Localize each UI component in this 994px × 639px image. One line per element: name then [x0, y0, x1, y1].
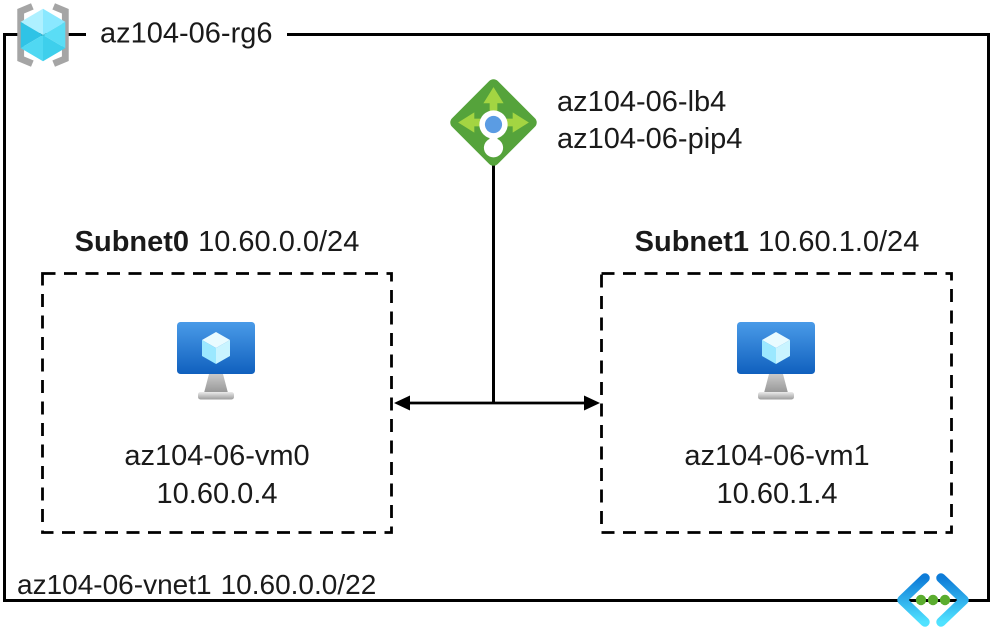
load-balancer-name: az104-06-lb4: [557, 86, 727, 118]
subnet1-label: Subnet1 10.60.1.0/24: [601, 226, 953, 259]
subnet0-label: Subnet0 10.60.0.0/24: [41, 226, 393, 259]
subnet0-name: Subnet0: [74, 226, 190, 258]
public-ip-name: az104-06-pip4: [557, 123, 743, 155]
resource-group-icon: [17, 3, 69, 67]
resource-group-name: az104-06-rg6: [100, 17, 273, 50]
load-balancer-icon: [450, 79, 537, 166]
subnet1-name: Subnet1: [634, 226, 750, 258]
vm1-ip: 10.60.1.4: [716, 478, 838, 510]
subnet1-box: [600, 272, 953, 534]
vnet-address-range: 10.60.0.0/22: [220, 569, 377, 600]
virtual-machine-icon-vm1: [737, 322, 815, 400]
vm1-name: az104-06-vm1: [684, 440, 870, 472]
subnet0-address-range: 10.60.0.0/24: [198, 226, 360, 258]
arrowhead-right: [584, 395, 600, 411]
vnet-label: az104-06-vnet1 10.60.0.0/22: [17, 569, 376, 601]
vnet-name: az104-06-vnet1: [17, 569, 212, 600]
subnet0-box: [41, 272, 393, 534]
subnet1-address-range: 10.60.1.0/24: [758, 226, 920, 258]
vm0-name: az104-06-vm0: [124, 440, 310, 472]
virtual-machine-icon-vm0: [177, 322, 255, 400]
vm0-label: az104-06-vm0 10.60.0.4: [41, 437, 393, 513]
vm1-label: az104-06-vm1 10.60.1.4: [601, 437, 953, 513]
vm0-ip: 10.60.0.4: [156, 478, 278, 510]
load-balancer-label: az104-06-lb4 az104-06-pip4: [557, 84, 742, 158]
resource-group-box: [3, 33, 990, 602]
arrowhead-left: [394, 395, 410, 411]
virtual-network-icon: [897, 573, 969, 627]
resource-group-label: az104-06-rg6: [86, 14, 287, 54]
